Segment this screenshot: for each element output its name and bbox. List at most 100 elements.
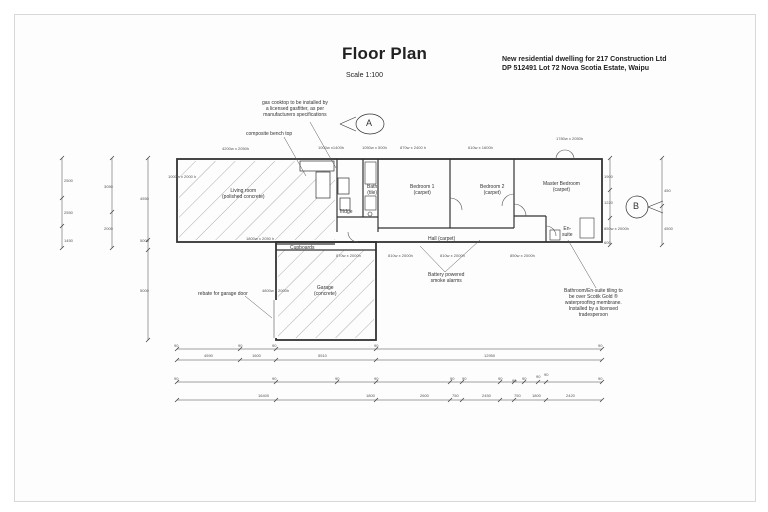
dimension-tick bbox=[145, 247, 151, 253]
room-label-living: Living room (polished concrete) bbox=[222, 188, 265, 200]
room-label-hall: Hall (carpet) bbox=[428, 236, 456, 242]
dim-label: 750 bbox=[514, 393, 521, 398]
dimension-tick bbox=[145, 155, 151, 161]
window-label: 1800w x 2050 h bbox=[246, 236, 275, 241]
room-label-bedroom-1: Bedroom 1 (carpet) bbox=[410, 184, 434, 196]
dimension-tick bbox=[145, 237, 151, 243]
section-label-a: A bbox=[366, 118, 373, 128]
dimension-tick bbox=[174, 379, 180, 385]
dimension-tick bbox=[373, 379, 379, 385]
dim-label: 90 bbox=[598, 343, 603, 348]
dim-label: 90 bbox=[450, 376, 455, 381]
note-line: gas cooktop to be installed by bbox=[262, 100, 328, 106]
dim-label: 4550 bbox=[140, 196, 149, 201]
room-name: Bedroom 1 bbox=[410, 184, 435, 190]
window-label: 1050w x 500h bbox=[362, 145, 387, 150]
window-label: 850w x 2000h bbox=[604, 226, 629, 231]
dimension-tick bbox=[59, 195, 65, 201]
room-floor: (polished concrete) bbox=[222, 194, 265, 200]
dim-label: 4500 bbox=[664, 226, 673, 231]
room-name: Living room bbox=[230, 188, 257, 194]
dim-label: 12950 bbox=[484, 353, 496, 358]
door-swings bbox=[347, 149, 575, 243]
dim-label: 2500 bbox=[64, 178, 73, 183]
drawing-sheet bbox=[14, 14, 756, 502]
section-marker-a bbox=[339, 113, 385, 135]
note-gas-cooktop: gas cooktop to be installed by a license… bbox=[262, 100, 328, 118]
dim-label: 16400 bbox=[258, 393, 270, 398]
note-garage-rebate: rebate for garage door bbox=[198, 291, 248, 297]
dim-label: 600 bbox=[604, 240, 611, 245]
dimension-tick bbox=[373, 397, 379, 403]
note-line: be over Scotik Gold ® bbox=[568, 294, 618, 300]
dimension-tick bbox=[237, 346, 243, 352]
dim-label: 90 bbox=[512, 378, 517, 383]
dimension-lines bbox=[61, 158, 663, 401]
window-label: 850w x 2000h bbox=[510, 253, 535, 258]
dim-label: 5000 bbox=[140, 238, 149, 243]
dim-label: 1600 bbox=[252, 353, 261, 358]
dimension-tick bbox=[599, 379, 605, 385]
room-name-cont: suite bbox=[562, 232, 573, 238]
note-leader-lines bbox=[244, 121, 597, 319]
dimension-tick bbox=[511, 397, 517, 403]
dimension-tick bbox=[659, 242, 665, 248]
room-label-master: Master Bedroom (carpet) bbox=[543, 181, 580, 193]
dim-label: 1800 bbox=[366, 393, 375, 398]
room-name: Master Bedroom bbox=[543, 181, 580, 187]
dim-label: 90 bbox=[238, 343, 243, 348]
dimension-tick bbox=[237, 357, 243, 363]
project-line-1: New residential dwelling for 217 Constru… bbox=[502, 56, 667, 63]
fridge-label: fridge bbox=[340, 209, 353, 215]
dimension-tick bbox=[174, 397, 180, 403]
dimension-tick bbox=[59, 155, 65, 161]
dimension-tick bbox=[273, 357, 279, 363]
dimension-tick bbox=[659, 155, 665, 161]
note-line: Installed by a licensed bbox=[568, 306, 618, 312]
room-label-garage: Garage (concrete) bbox=[314, 285, 337, 297]
ensuite-fixtures bbox=[549, 217, 595, 241]
window-label: 870w x 2000h bbox=[336, 253, 361, 258]
dimension-tick bbox=[109, 209, 115, 215]
dim-label: 3050 bbox=[104, 184, 113, 189]
dimension-tick bbox=[607, 242, 613, 248]
plan-title: Floor Plan bbox=[342, 44, 428, 63]
room-floor: (carpet) bbox=[483, 190, 501, 196]
room-label-bedroom-2: Bedroom 2 (carpet) bbox=[480, 184, 504, 196]
dimension-tick bbox=[59, 245, 65, 251]
dim-label: 90 bbox=[536, 374, 541, 379]
dim-label: 1900 bbox=[604, 174, 613, 179]
room-floor: (tile) bbox=[367, 190, 378, 196]
room-floor: (carpet) bbox=[552, 187, 571, 193]
project-info: New residential dwelling for 217 Constru… bbox=[502, 55, 667, 73]
dim-label: 1450 bbox=[64, 238, 73, 243]
dim-label: 90 bbox=[335, 376, 340, 381]
dim-label: 2550 bbox=[64, 210, 73, 215]
room-label-bath: Bath (tile) bbox=[367, 184, 377, 196]
dimension-tick bbox=[599, 346, 605, 352]
dimension-tick bbox=[109, 245, 115, 251]
dimension-tick bbox=[521, 379, 527, 385]
note-line: Battery powered bbox=[428, 272, 465, 278]
dimension-tick bbox=[109, 155, 115, 161]
cupboards-label: Cupboards bbox=[290, 245, 315, 251]
note-line: waterproofing membrane. bbox=[564, 300, 622, 306]
window-label: 610w x 1600h bbox=[468, 145, 493, 150]
note-line: smoke alarms bbox=[430, 278, 462, 284]
note-line: a licensed gasfitter, as per bbox=[265, 106, 324, 112]
dimension-tick bbox=[447, 379, 453, 385]
note-line: tradesperson bbox=[578, 312, 608, 318]
dimension-tick bbox=[659, 203, 665, 209]
dimension-tick bbox=[459, 397, 465, 403]
room-floor: (concrete) bbox=[314, 291, 337, 297]
dimension-tick bbox=[535, 379, 541, 385]
window-label: 4200w x 2050h bbox=[222, 146, 250, 151]
section-marker-b bbox=[625, 195, 664, 219]
dimension-tick bbox=[273, 379, 279, 385]
kitchen-bench bbox=[299, 160, 351, 211]
dimension-tick bbox=[543, 379, 549, 385]
dim-label: 2450 bbox=[482, 393, 491, 398]
note-smoke-alarms: Battery powered smoke alarms bbox=[428, 272, 464, 284]
dimension-tick bbox=[599, 357, 605, 363]
dimension-tick bbox=[59, 223, 65, 229]
